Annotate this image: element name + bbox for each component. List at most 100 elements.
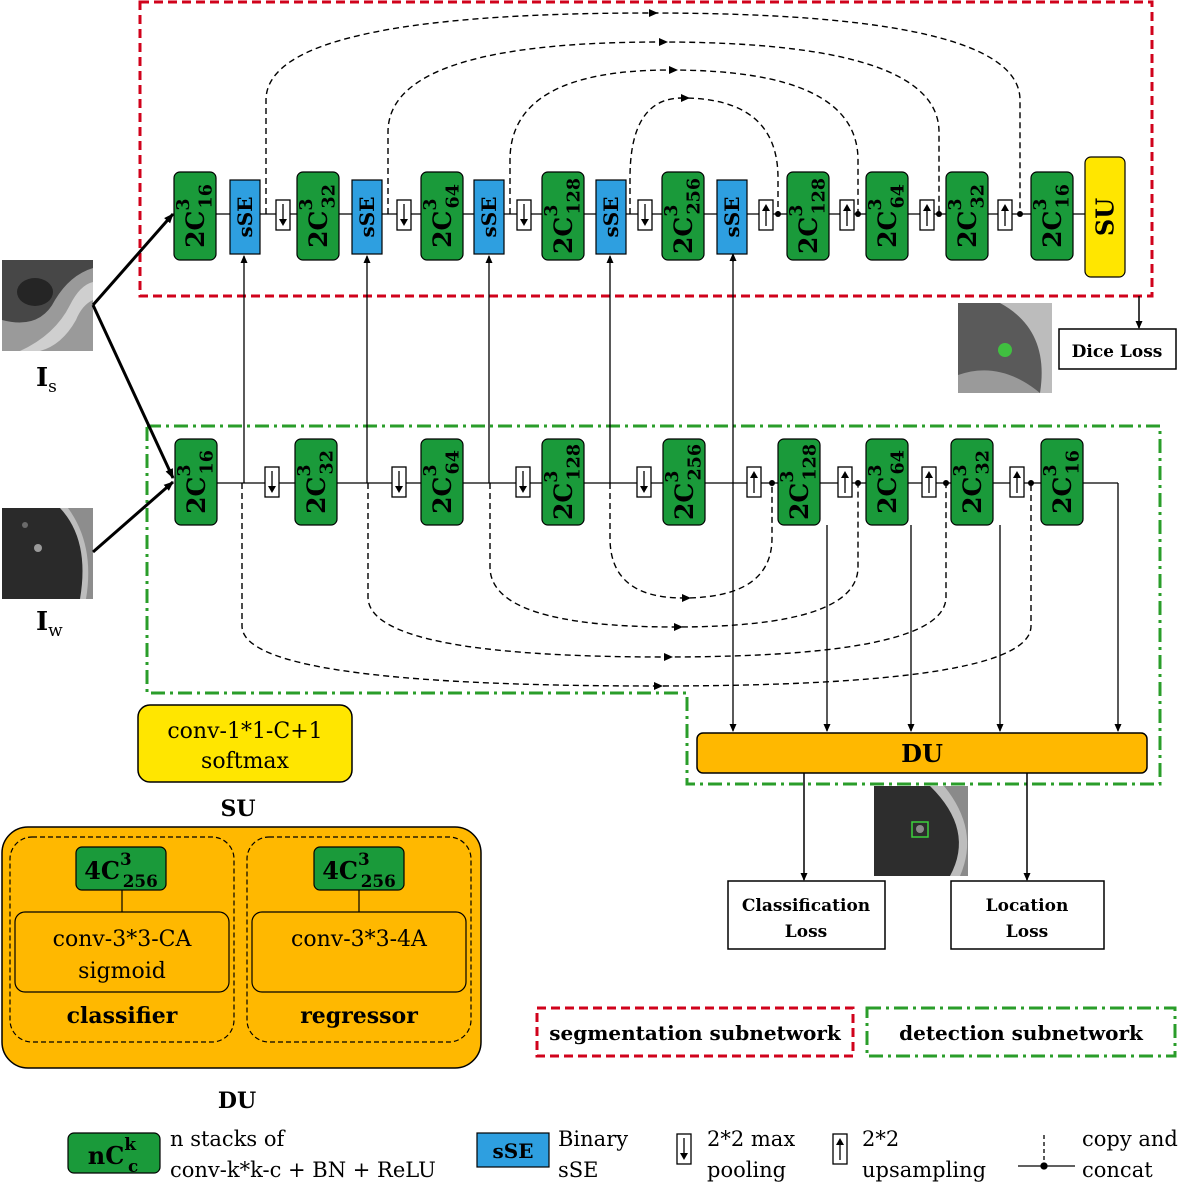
seg-su-label: SU [1091,198,1120,236]
seg-conv-block [786,171,830,261]
concat-dot [769,480,775,486]
det-conv-block [541,438,585,526]
seg-conv-block [296,171,340,261]
su-definition-box [137,704,353,783]
legend-pool-line2: pooling [707,1158,786,1182]
legend-sse-glyph: sSE [493,1139,534,1163]
concat-dot [855,211,861,217]
seg-skip-connection [509,69,859,214]
su-definition-line1: conv-1*1-C+1 [167,719,322,744]
det-skip-arrowhead [654,682,663,690]
seg-sse-label: sSE [477,197,501,238]
det-upsample-icon [1009,466,1025,498]
det-upsample-icon [921,466,937,498]
regressor-group [246,836,472,1043]
classifier-line2: sigmoid [78,959,166,984]
classifier-line1: conv-3*3-CA [53,927,193,952]
seg-conv-block [865,171,909,261]
det-upsample-icon [837,466,853,498]
seg-conv-block [173,171,217,261]
legend-sse-line2: sSE [558,1158,599,1182]
legend-upsample-icon [832,1133,848,1165]
ct-image-det [2,508,93,599]
seg-upsample-icon [919,199,935,231]
segmentation-legend-box [535,1006,855,1058]
seg-sse-block [229,179,261,255]
ct-image-dice [958,303,1052,393]
seg-upsample-icon [997,199,1013,231]
det-skip-arrowhead [682,594,691,602]
det-conv-block [950,438,994,526]
det-skip-arrowhead [664,653,673,661]
legend-copy-line1: copy and [1082,1127,1178,1151]
classification-loss-box [727,880,886,950]
legend-sse-line1: Binary [558,1127,628,1151]
du-bar [696,732,1148,774]
regressor-name: regressor [300,1003,418,1029]
classifier-group [9,836,235,1043]
location-loss-line2: Loss [1006,922,1048,942]
legend-copy-concat-symbol [1018,1135,1075,1170]
det-skip-arrowhead [674,623,683,631]
det-conv-block [865,438,909,526]
seg-sse-block [473,179,505,255]
input-arrows [91,213,175,554]
seg-upsample-icon [839,199,855,231]
concat-dot [855,480,861,486]
legend-sse-box [476,1132,550,1168]
seg-skip-arrowhead [669,66,678,74]
seg-skip-arrowhead [659,38,668,46]
seg-sse-block [351,179,383,255]
seg-skip-arrowhead [681,94,690,102]
seg-conv-block [1030,171,1074,261]
seg-sse-label: sSE [233,197,257,238]
seg-pool-icon [396,199,412,231]
concat-dot [1017,211,1023,217]
legend-up-line2: upsampling [862,1158,986,1182]
legend-conv-glyph [67,1132,161,1174]
location-loss-line1: Location [986,896,1069,916]
seg-pool-icon [516,199,532,231]
regressor-conv-box [251,911,467,993]
seg-pool-icon [275,199,291,231]
det-skip-connection [367,483,947,658]
seg-sse-block [716,179,748,255]
su-definition-line2: softmax [201,749,289,774]
du-bar-label: DU [901,739,943,768]
location-loss-box [950,880,1105,950]
legend-pool-line1: 2*2 max [707,1127,795,1151]
detection-legend-label: detection subnetwork [899,1021,1144,1045]
segmentation-subnetwork-frame [138,0,1154,298]
concat-dot [775,211,781,217]
legend-up-line1: 2*2 [862,1127,899,1151]
regressor-line1: conv-3*3-4A [291,927,428,952]
seg-conv-block [541,171,585,261]
segmentation-legend-label: segmentation subnetwork [549,1021,842,1045]
seg-pool-icon [637,199,653,231]
input-label-seg: Is [36,363,57,397]
seg-conv-block [661,171,705,261]
seg-conv-block [945,171,989,261]
concat-dot [1028,480,1034,486]
classification-loss-line1: Classification [742,896,870,916]
seg-conv-block [420,171,464,261]
det-conv-block [1040,438,1084,526]
legend-pool-icon [676,1133,692,1165]
seg-skip-arrowhead [649,9,658,17]
ct-image-seg [2,260,93,351]
